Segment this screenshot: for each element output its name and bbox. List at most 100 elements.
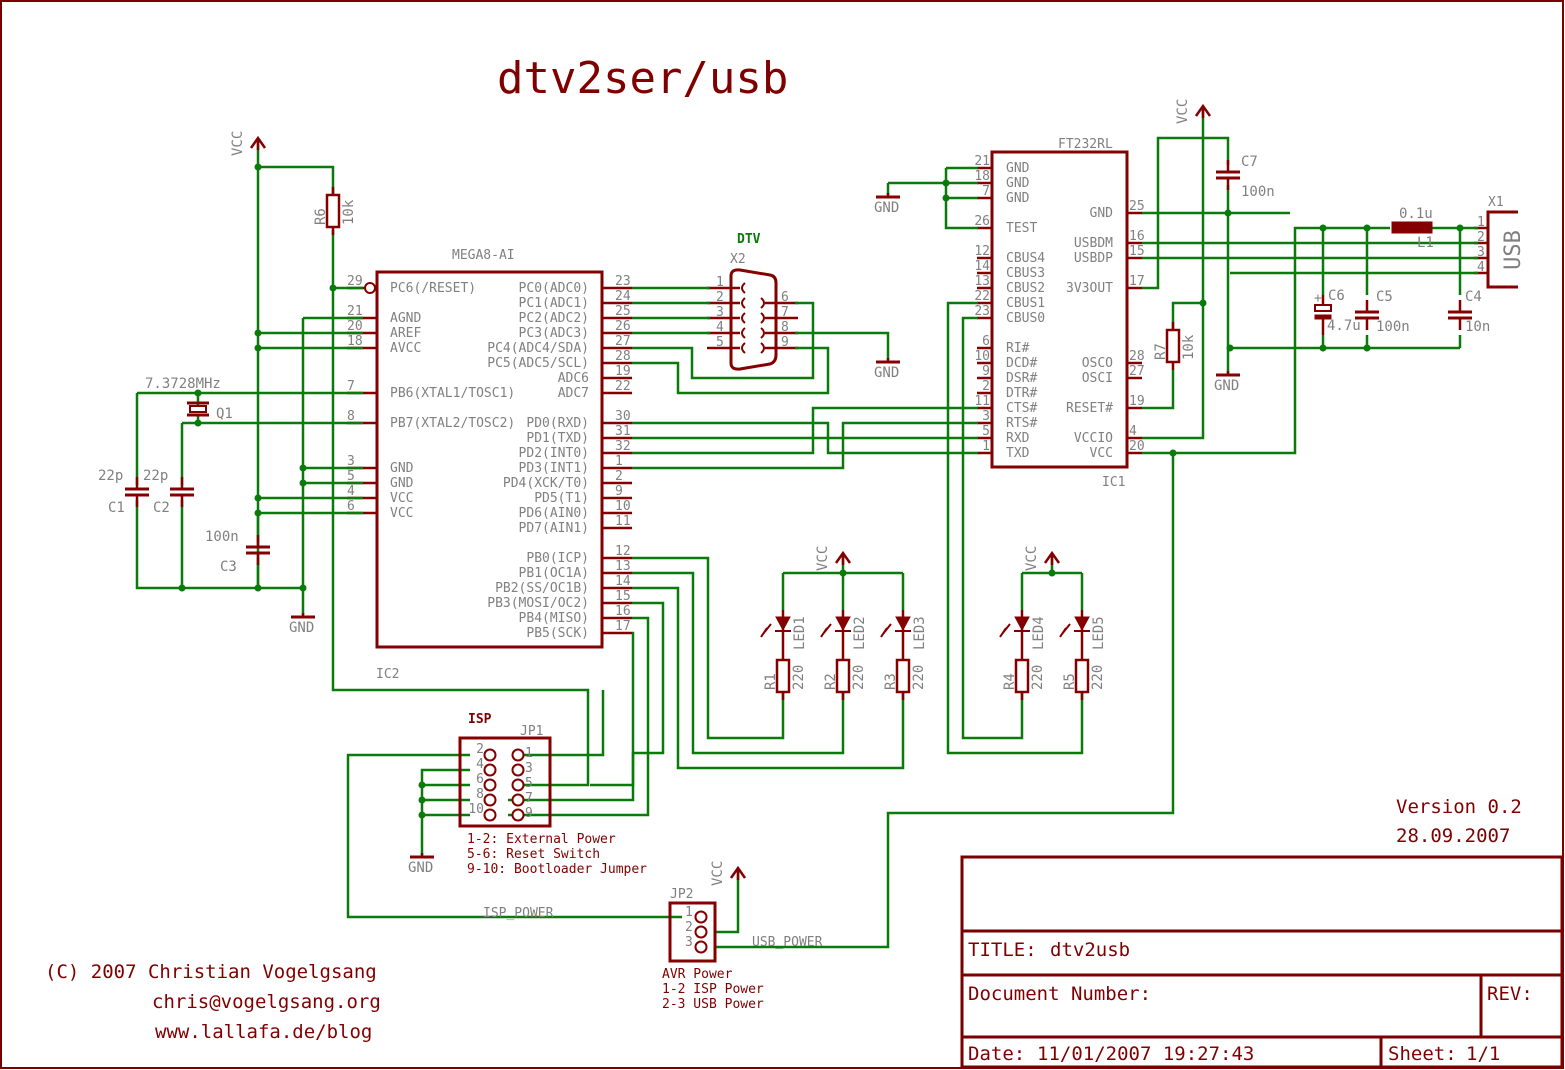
jp1-pin[interactable]: 6 — [476, 772, 497, 792]
led-2[interactable]: LED2 — [820, 610, 868, 652]
x2-pin[interactable]: 2 — [707, 290, 746, 309]
jp2-pin[interactable]: 1 — [685, 905, 708, 924]
led-3[interactable]: LED3 — [880, 610, 928, 652]
x2-pin[interactable]: 3 — [707, 305, 746, 324]
led-1[interactable]: LED1 — [760, 610, 808, 652]
x2-pin[interactable]: 7 — [760, 305, 798, 324]
capacitor-c6[interactable]: +C64.7u — [1314, 288, 1361, 335]
jp1-pin[interactable]: 9 — [511, 806, 533, 822]
jp2-pin[interactable]: 2 — [685, 920, 708, 939]
jp1-pin[interactable]: 4 — [476, 757, 497, 777]
x2-pin[interactable]: 4 — [707, 320, 746, 339]
jp1-pin[interactable]: 3 — [511, 761, 533, 777]
led-5[interactable]: LED5 — [1059, 610, 1107, 652]
jp1-pin[interactable]: 2 — [476, 742, 497, 762]
jp1-pin[interactable]: 8 — [476, 787, 497, 807]
x2-pin[interactable]: 6 — [760, 290, 798, 309]
jp2-pin[interactable]: 3 — [685, 935, 708, 954]
x2-pin[interactable]: 9 — [760, 335, 798, 354]
jp1-pin[interactable]: 10 — [468, 802, 497, 822]
led-4[interactable]: LED4 — [999, 610, 1047, 652]
jp1-pin[interactable]: 7 — [511, 791, 533, 807]
x2-pin[interactable]: 8 — [760, 320, 798, 339]
jp1-pin[interactable]: 1 — [511, 746, 533, 762]
jp1-pin[interactable]: 5 — [511, 776, 533, 792]
x2-pin[interactable]: 5 — [707, 335, 746, 354]
x2-pin[interactable]: 1 — [707, 275, 746, 294]
